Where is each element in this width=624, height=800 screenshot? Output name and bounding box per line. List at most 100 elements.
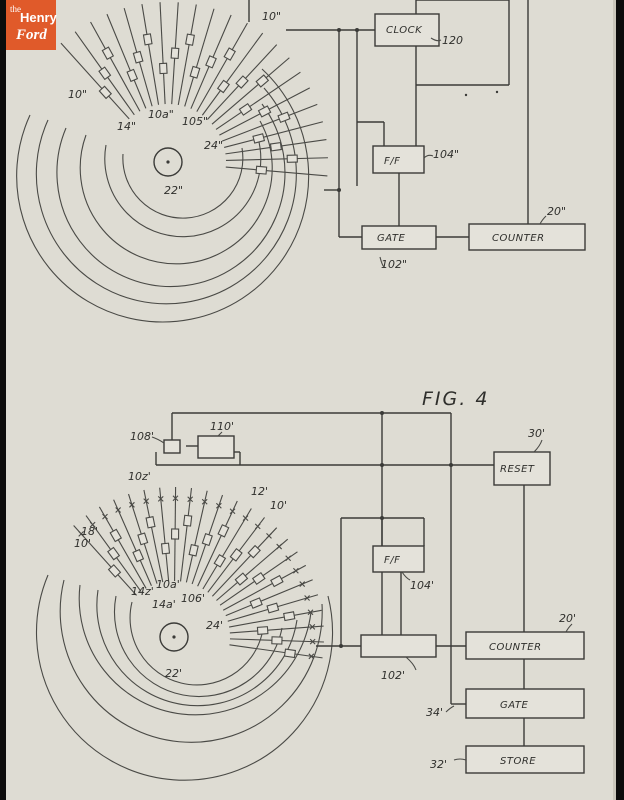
read-head <box>170 528 180 540</box>
fig4-wiring <box>155 411 525 746</box>
ref-numeral: 14a' <box>152 598 176 611</box>
head-lead <box>229 609 322 628</box>
head-cross-mark <box>187 496 194 503</box>
ref-numeral: 105" <box>182 115 208 128</box>
head-lead <box>90 21 141 112</box>
read-head <box>201 532 213 547</box>
head-cross-mark <box>304 595 311 601</box>
fig4-disk <box>35 487 334 781</box>
ref-numeral: 120 <box>442 34 463 47</box>
read-head <box>255 165 268 175</box>
read-head <box>107 564 122 578</box>
ref-numeral: 10z' <box>128 470 151 483</box>
ref-numeral: 20" <box>547 205 566 218</box>
read-head <box>101 46 115 61</box>
fig4-reset-block: RESET <box>493 451 551 486</box>
read-head <box>271 636 283 645</box>
head-cross-mark <box>201 498 208 505</box>
read-head <box>283 611 296 622</box>
fig4-gate-label: GATE <box>500 700 528 711</box>
head-lead <box>216 538 289 601</box>
head-lead <box>159 487 170 582</box>
read-head <box>109 528 123 543</box>
ref-numeral: 34' <box>426 706 443 719</box>
read-head <box>126 68 139 83</box>
head-cross-mark <box>157 496 164 502</box>
logo-the: the <box>10 4 21 14</box>
ref-numeral: 10' <box>270 499 287 512</box>
fig4-gate-block: GATE <box>465 688 585 719</box>
head-cross-mark <box>143 498 150 504</box>
read-head <box>205 55 217 69</box>
fig4-block-102 <box>360 634 437 658</box>
read-head <box>189 65 201 79</box>
ref-numeral: 10" <box>262 10 281 23</box>
read-head <box>170 47 180 60</box>
head-cross-mark <box>172 495 179 502</box>
read-head <box>229 548 243 562</box>
head-lead <box>179 487 193 582</box>
logo-ford: Ford <box>16 27 47 43</box>
fig4-diagram: FIG. 4 <box>35 388 585 781</box>
read-head <box>142 33 153 46</box>
ref-numeral: 24' <box>206 619 223 632</box>
fig3-disk-tracks <box>16 68 310 323</box>
head-cross-mark <box>299 581 306 587</box>
read-head <box>283 648 297 659</box>
fig4-reference-numerals: 108' 110' 30' 12' 10' 10' 10z' 18' 14z' … <box>74 420 576 771</box>
ref-numeral: 14" <box>117 120 136 133</box>
read-head <box>249 597 263 609</box>
head-cross-mark <box>309 638 316 645</box>
ref-numeral: 10' <box>74 537 91 550</box>
read-head <box>145 516 156 529</box>
read-head <box>256 626 269 635</box>
head-lead <box>211 527 278 597</box>
ref-numeral: 22' <box>165 667 182 680</box>
read-head <box>98 66 112 81</box>
fig3-flipflop-label: F/F <box>384 156 400 167</box>
head-lead <box>113 499 152 586</box>
read-head <box>270 574 284 588</box>
head-cross-mark <box>215 502 222 509</box>
head-lead <box>225 579 313 617</box>
fig3-clock-label: CLOCK <box>386 25 423 36</box>
read-head <box>235 75 249 89</box>
read-head <box>238 102 253 116</box>
fig4-block-108 <box>163 439 181 454</box>
ref-numeral: 22" <box>164 184 183 197</box>
read-head <box>266 602 280 614</box>
head-lead <box>73 525 137 596</box>
head-cross-mark <box>102 513 108 520</box>
fig4-flipflop-label: F/F <box>384 555 400 566</box>
head-lead <box>141 4 160 105</box>
fig4-disk-tracks <box>35 574 334 781</box>
head-cross-mark <box>89 521 96 528</box>
fig3-disk-hub <box>153 147 183 177</box>
ref-numeral: 18' <box>81 525 98 538</box>
ref-numeral: 104" <box>433 148 459 161</box>
fig4-disk-center <box>172 635 176 639</box>
read-head <box>257 105 272 118</box>
ref-numeral: 14z' <box>131 585 154 598</box>
head-cross-mark <box>308 653 315 660</box>
fig3-clock-block: CLOCK <box>374 13 440 47</box>
head-cross-mark <box>229 508 236 515</box>
ref-numeral: 30' <box>528 427 545 440</box>
read-head <box>182 514 193 527</box>
head-lead <box>229 644 323 659</box>
read-head <box>213 553 227 568</box>
fig3-disk <box>16 2 328 323</box>
head-lead <box>177 4 197 106</box>
read-head <box>160 542 171 555</box>
read-head <box>98 85 113 100</box>
fig4-title: FIG. 4 <box>422 388 489 410</box>
head-lead <box>60 42 130 120</box>
fig3-disk-center <box>166 160 170 164</box>
fig4-head-array <box>73 487 324 660</box>
fig3-counter-label: COUNTER <box>492 233 545 244</box>
read-head <box>251 572 266 585</box>
fig4-disk-hub <box>159 622 189 652</box>
head-lead <box>225 157 328 162</box>
head-lead <box>106 13 147 109</box>
head-cross-mark <box>115 507 122 513</box>
